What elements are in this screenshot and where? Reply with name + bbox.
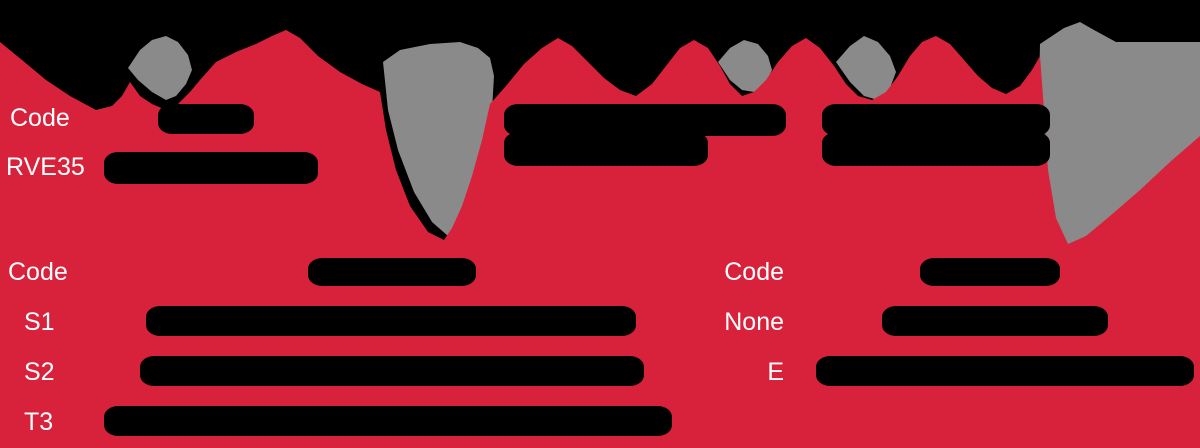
gray-peak-d <box>836 36 896 100</box>
lower-left-label-s2: S2 <box>24 358 55 386</box>
redaction-lower-left-code-value <box>308 258 476 286</box>
lower-left-label-t3: T3 <box>24 408 54 436</box>
lower-left-label-code: Code <box>8 258 68 286</box>
redaction-lower-left-t3-value <box>104 406 672 436</box>
lower-left-label-s1: S1 <box>24 308 55 336</box>
redaction-lower-right-code-value <box>920 258 1060 286</box>
gray-wedge-b <box>383 42 494 236</box>
gray-mass-e <box>1038 22 1200 252</box>
redaction-upper-right-block-2 <box>822 104 1050 136</box>
redaction-lower-right-none-value <box>882 306 1108 336</box>
redaction-upper-right-block-2b <box>822 132 1050 166</box>
lower-right-label-code: Code <box>724 258 784 286</box>
gray-dimple-g <box>1060 230 1090 258</box>
redaction-upper-right-block-1b <box>504 132 708 166</box>
upper-label-code: Code <box>10 104 70 132</box>
gray-dimple-f <box>336 232 360 258</box>
gray-peak-c <box>718 40 772 92</box>
redaction-upper-right-block-1 <box>504 104 786 136</box>
redaction-lower-left-s2-value <box>140 356 644 386</box>
redaction-upper-code-value <box>158 104 254 134</box>
redaction-lower-left-s1-value <box>146 306 636 336</box>
lower-right-label-e: E <box>767 358 784 386</box>
upper-label-rve35: RVE35 <box>6 153 85 181</box>
redaction-upper-rve35-value <box>104 152 318 184</box>
gray-peak-a <box>128 36 192 100</box>
lower-right-label-none: None <box>724 308 784 336</box>
redaction-lower-right-e-value <box>816 356 1194 386</box>
